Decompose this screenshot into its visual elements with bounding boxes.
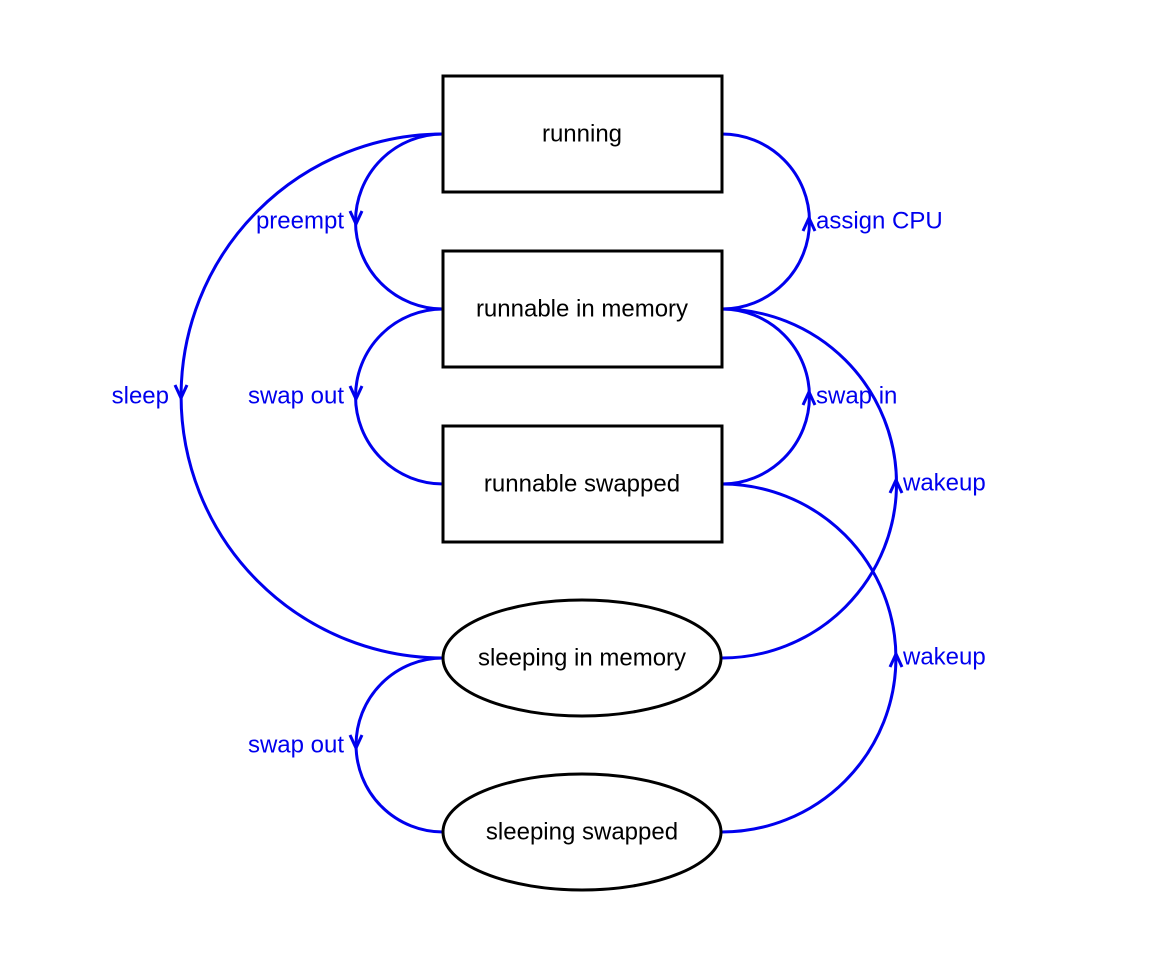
- runnable-swapped-state-box: [441, 424, 724, 544]
- states: running runnable in memory runnable swap…: [441, 74, 724, 892]
- preempt-label: preempt: [256, 208, 344, 235]
- runnable-swapped-state-label: runnable swapped: [484, 471, 680, 498]
- swap-in-edge: [721, 307, 811, 486]
- wakeup-memory-label: wakeup: [902, 470, 986, 497]
- swap-out-runnable-label: swap out: [248, 383, 344, 410]
- preempt-arrowhead: [348, 210, 364, 228]
- transition-labels: preempt assign CPU swap out swap in slee…: [112, 208, 986, 759]
- wakeup-swapped-edge: [721, 482, 898, 834]
- sleeping-swapped-state-label: sleeping swapped: [486, 819, 678, 846]
- sleeping-in-memory-state-label: sleeping in memory: [478, 645, 686, 672]
- assign-cpu-edge: [721, 132, 811, 311]
- arrowheads: [173, 210, 904, 752]
- swap-in-arrowhead: [801, 388, 817, 406]
- wakeup-memory-edge: [721, 307, 898, 660]
- wakeup-swapped-arrowhead: [888, 650, 904, 668]
- assign-cpu-arrowhead: [801, 214, 817, 232]
- swap-out-sleeping-arrowhead: [348, 734, 364, 752]
- runnable-in-memory-state-label: runnable in memory: [476, 296, 688, 323]
- sleeping-in-memory-state-ellipse: [441, 598, 723, 718]
- running-state-box: [441, 74, 724, 194]
- swap-out-sleeping-label: swap out: [248, 732, 344, 759]
- sleeping-swapped-state-ellipse: [441, 772, 723, 892]
- sleep-arrowhead: [173, 384, 189, 402]
- swap-in-label: swap in: [816, 383, 897, 410]
- swap-out-runnable-arrowhead: [348, 385, 364, 403]
- sleep-label: sleep: [112, 383, 169, 410]
- assign-cpu-label: assign CPU: [816, 208, 943, 235]
- runnable-in-memory-state-box: [441, 249, 724, 369]
- swap-out-runnable-edge: [354, 307, 444, 486]
- wakeup-swapped-label: wakeup: [902, 644, 986, 671]
- swap-out-sleeping-edge: [354, 656, 444, 834]
- running-state-label: running: [542, 121, 622, 148]
- preempt-edge: [354, 132, 444, 311]
- wakeup-memory-arrowhead: [888, 476, 904, 494]
